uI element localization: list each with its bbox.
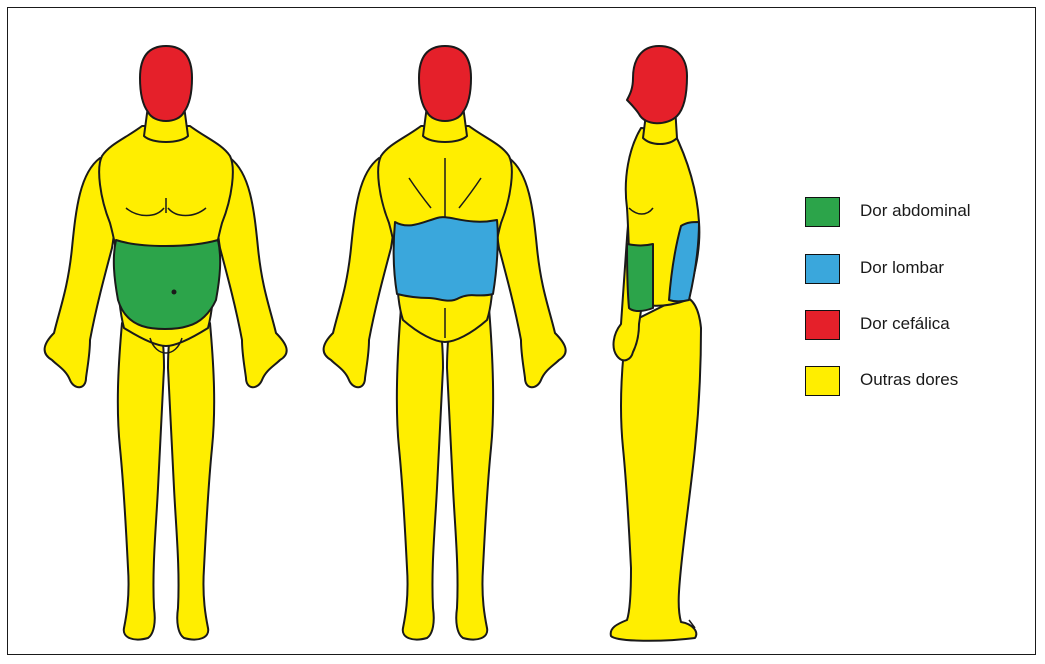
front-head <box>140 46 192 121</box>
human-body-front-icon <box>30 8 310 648</box>
front-right-leg <box>168 323 214 640</box>
legend-item-cefalica: Dor cefálica <box>805 310 1035 340</box>
legend-label: Dor lombar <box>860 258 944 278</box>
human-body-back-icon <box>309 8 589 648</box>
back-lumbar-region <box>394 217 498 301</box>
body-back-figure <box>309 8 589 648</box>
legend-label: Dor cefálica <box>860 314 950 334</box>
legend-swatch <box>805 310 840 340</box>
human-body-side-icon <box>583 8 723 648</box>
legend-label: Dor abdominal <box>860 201 971 221</box>
back-head <box>419 46 471 121</box>
body-side-figure <box>583 8 723 648</box>
side-head <box>627 46 687 123</box>
legend-item-abdominal: Dor abdominal <box>805 197 1035 227</box>
back-left-leg <box>397 308 443 640</box>
legend-label: Outras dores <box>860 370 958 390</box>
front-left-leg <box>118 323 164 640</box>
legend-item-lombar: Dor lombar <box>805 254 1035 284</box>
legend-swatch <box>805 366 840 396</box>
legend-swatch <box>805 254 840 284</box>
legend-swatch <box>805 197 840 227</box>
front-abdominal-region <box>114 240 220 329</box>
diagram-frame: Dor abdominal Dor lombar Dor cefálica Ou… <box>7 7 1036 655</box>
side-abdominal-region <box>627 244 653 311</box>
legend-item-outras: Outras dores <box>805 366 1035 396</box>
back-right-leg <box>447 308 493 640</box>
body-front-figure <box>30 8 310 648</box>
